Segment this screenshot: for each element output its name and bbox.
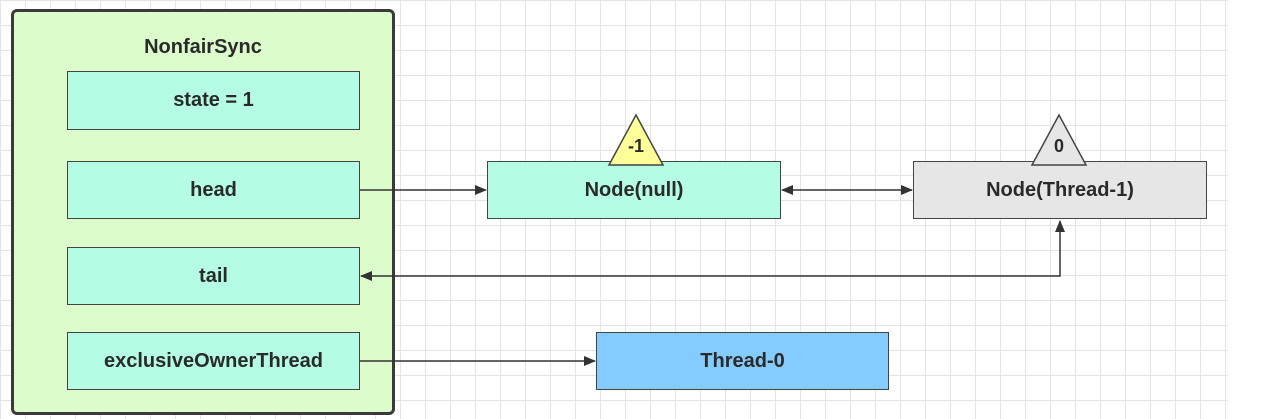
canvas-edge [1228,0,1264,419]
arrow-tail-to-node-thread-1 [360,220,1065,281]
wait-status-badge-node-thread-1 [1030,113,1088,166]
node-null[interactable]: Node(null) [487,161,781,219]
wait-status-badge-node-null [607,113,665,166]
wait-status-node-thread-1: 0 [1053,136,1064,156]
node-thread-1[interactable]: Node(Thread-1) [913,161,1207,219]
field-exclusive-owner-thread[interactable]: exclusiveOwnerThread [67,332,360,390]
field-state[interactable]: state = 1 [67,71,360,130]
field-head[interactable]: head [67,161,360,219]
wait-status-node-null: -1 [627,136,644,156]
thread-0-box[interactable]: Thread-0 [596,332,889,390]
field-tail[interactable]: tail [67,247,360,305]
container-title: NonfairSync [144,36,262,58]
